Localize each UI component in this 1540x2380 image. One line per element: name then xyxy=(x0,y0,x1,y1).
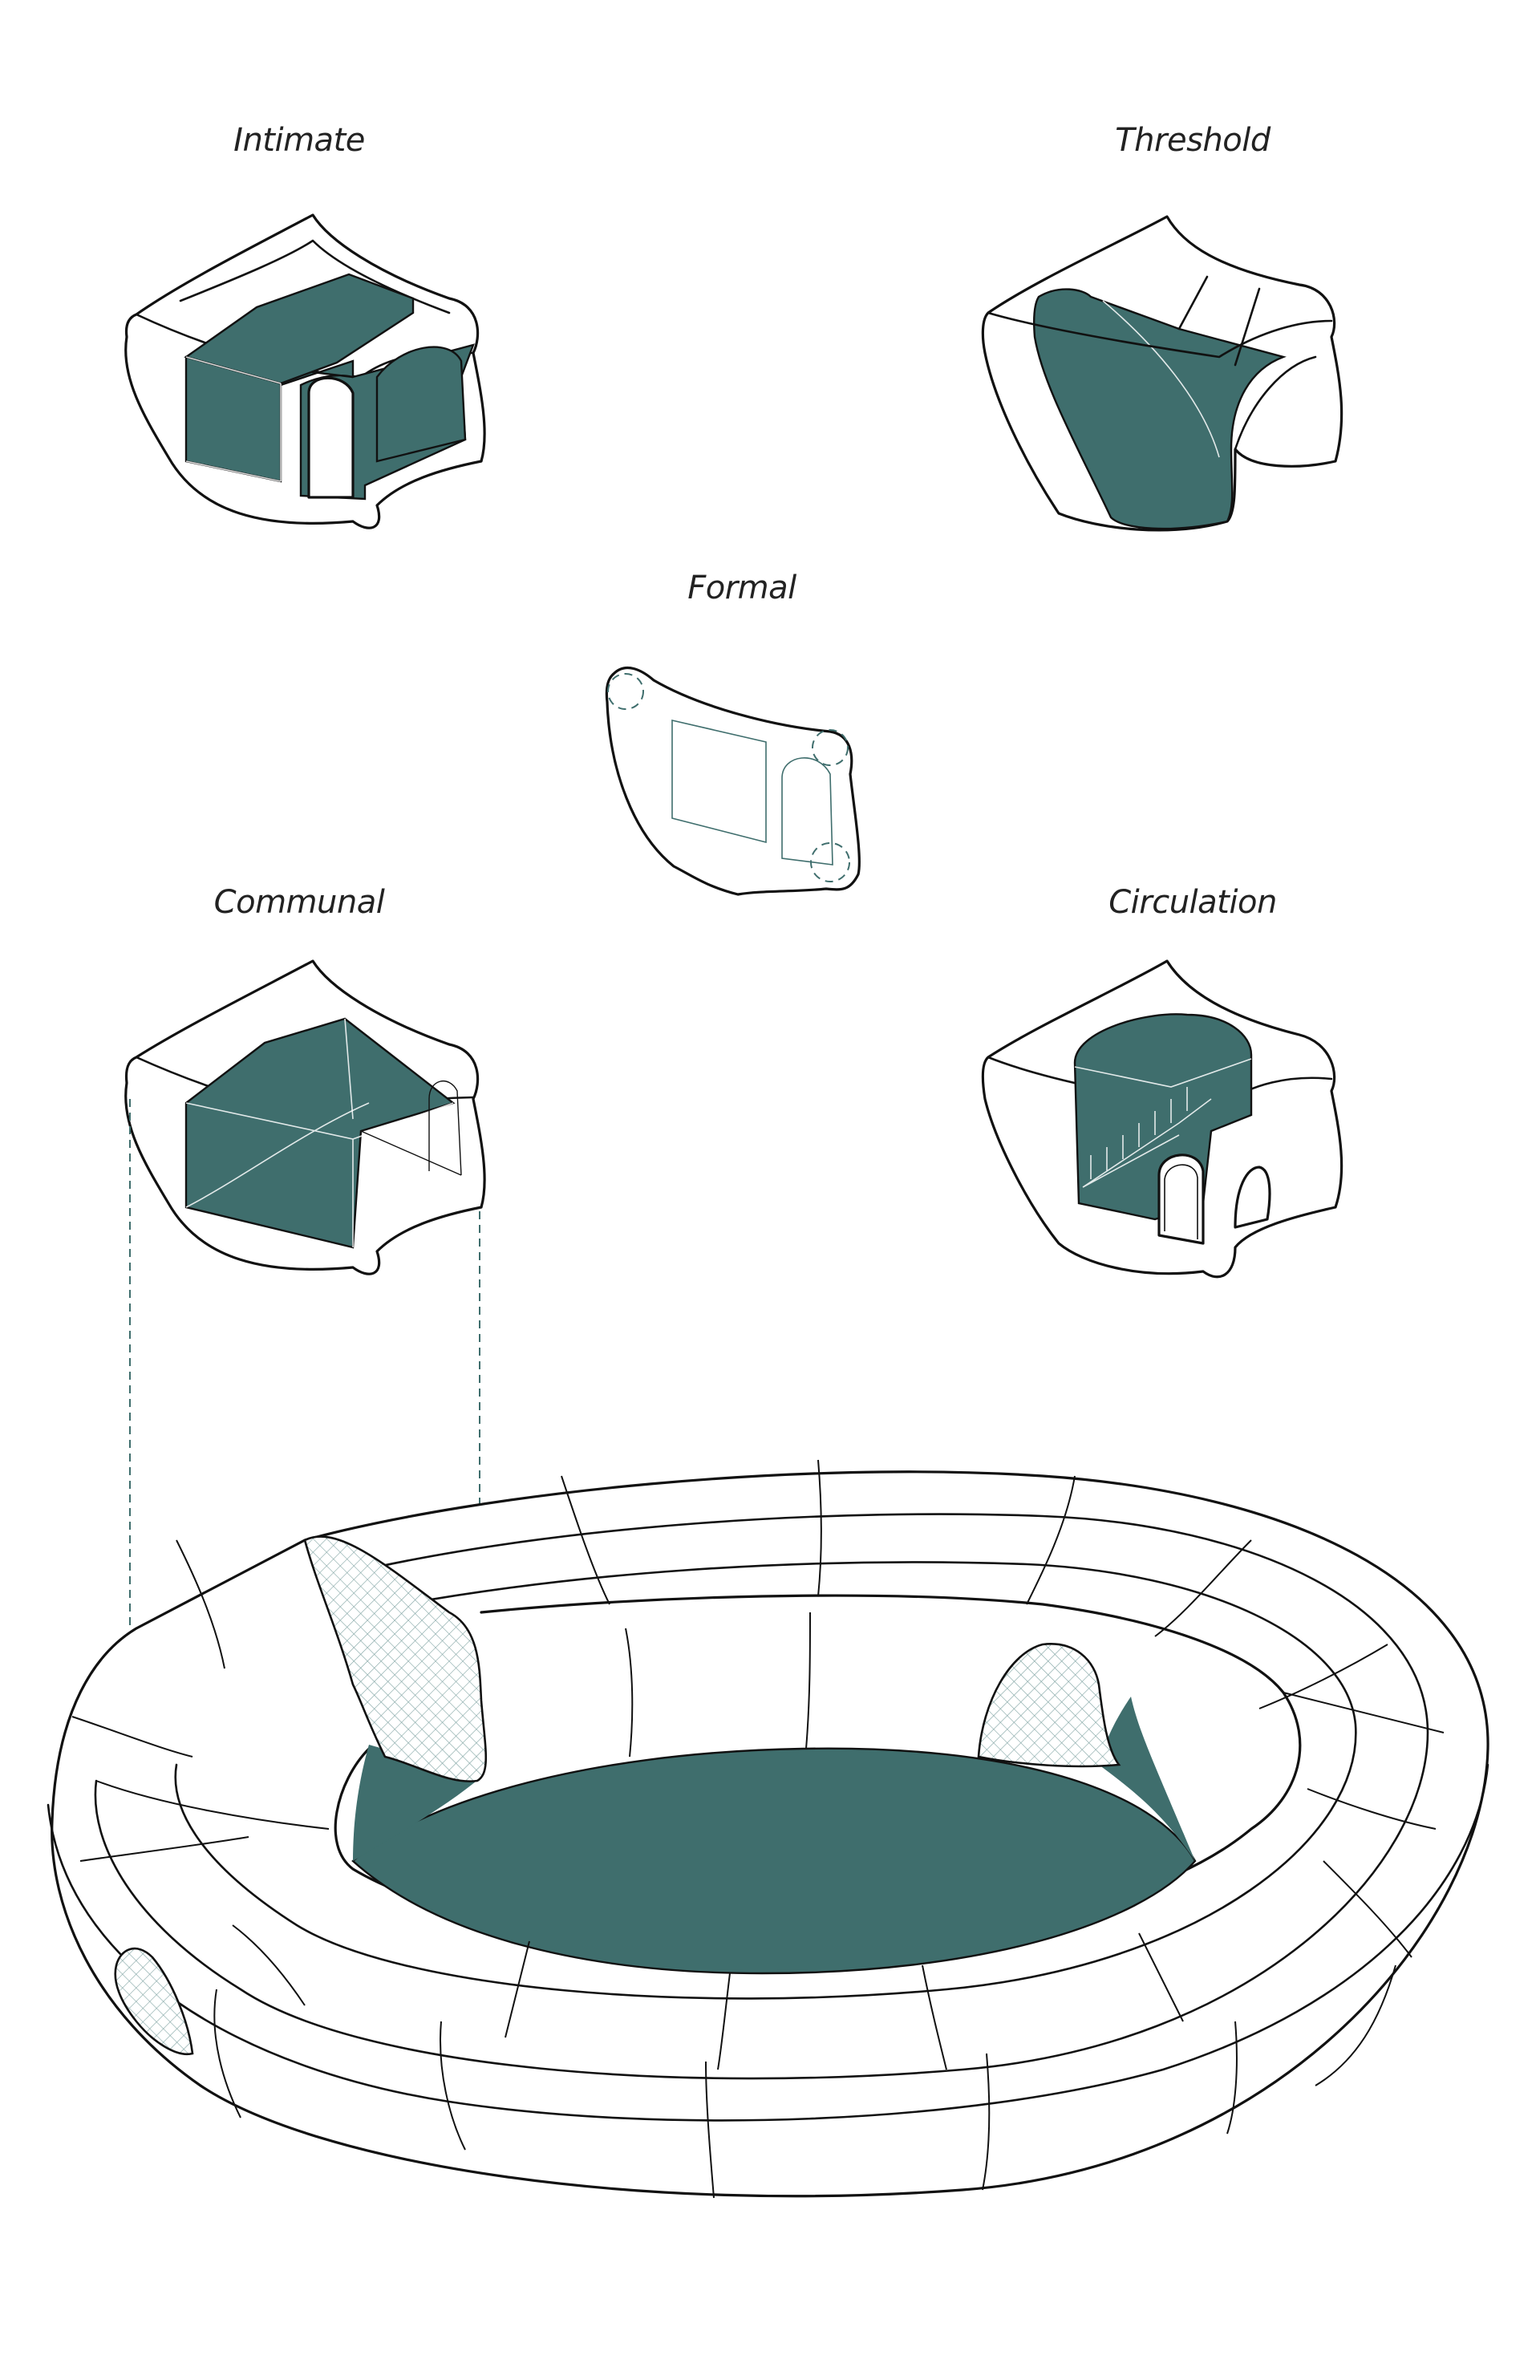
module-circulation xyxy=(983,961,1341,1277)
circulation-door xyxy=(1159,1155,1203,1243)
module-intimate xyxy=(126,215,484,528)
intimate-arch xyxy=(309,378,353,497)
module-formal xyxy=(606,667,859,894)
ring-assembly xyxy=(48,1460,1488,2198)
module-communal xyxy=(126,961,484,1274)
module-threshold xyxy=(983,217,1341,530)
formal-panel xyxy=(606,667,859,894)
